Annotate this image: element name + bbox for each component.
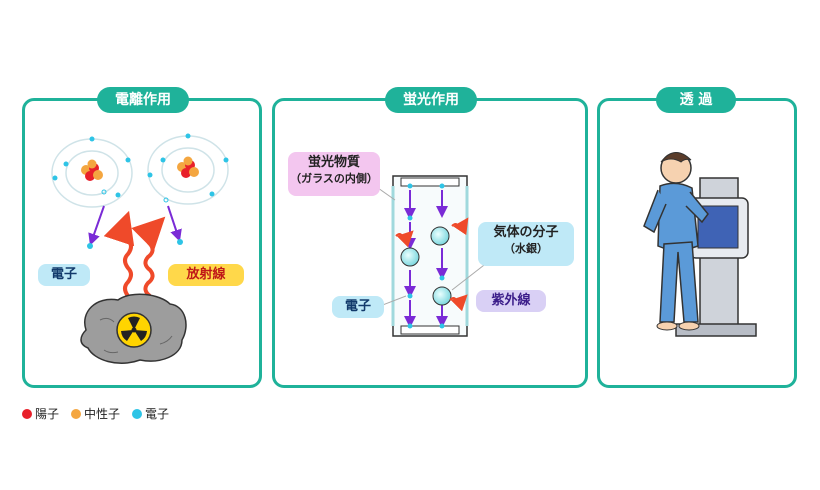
atom-left <box>51 136 133 208</box>
legend-item-neutron: 中性子 <box>71 405 120 422</box>
gas-sublabel: （水銀） <box>504 241 548 255</box>
electron-label: 電子 <box>38 264 90 286</box>
phosphor-label: 蛍光物質 <box>307 155 360 170</box>
phosphor-sublabel: （ガラスの内側） <box>290 171 378 185</box>
fluorescence-title: 蛍光作用 <box>385 87 477 113</box>
nucleus-right <box>177 156 199 178</box>
transmission-title: 透 過 <box>656 87 736 113</box>
atom-right <box>147 133 229 205</box>
neutron-dot-icon <box>71 408 82 419</box>
radiation-wave-2 <box>131 216 166 298</box>
fluorescent-tube <box>391 175 469 337</box>
legend: 陽子 中性子 電子 <box>22 405 169 422</box>
ionization-title: 電離作用 <box>97 87 189 113</box>
radiation-label: 放射線 <box>168 264 244 286</box>
legend-item-electron: 電子 <box>132 405 169 422</box>
radiation-wave-1 <box>103 210 135 298</box>
legend-item-proton: 陽子 <box>22 405 59 422</box>
uv-label: 紫外線 <box>476 290 546 312</box>
electron-dot-icon <box>132 408 143 419</box>
proton-dot-icon <box>22 408 32 419</box>
radioactive-rock <box>80 293 187 364</box>
xray-patient-illustration <box>643 152 757 337</box>
gas-label: 気体の分子 <box>493 225 559 240</box>
nucleus-left <box>81 159 103 181</box>
phosphor-callout: 蛍光物質 （ガラスの内側） <box>288 152 380 196</box>
fluorescence-electron-label: 電子 <box>332 296 384 318</box>
gas-callout: 気体の分子 （水銀） <box>478 222 574 266</box>
